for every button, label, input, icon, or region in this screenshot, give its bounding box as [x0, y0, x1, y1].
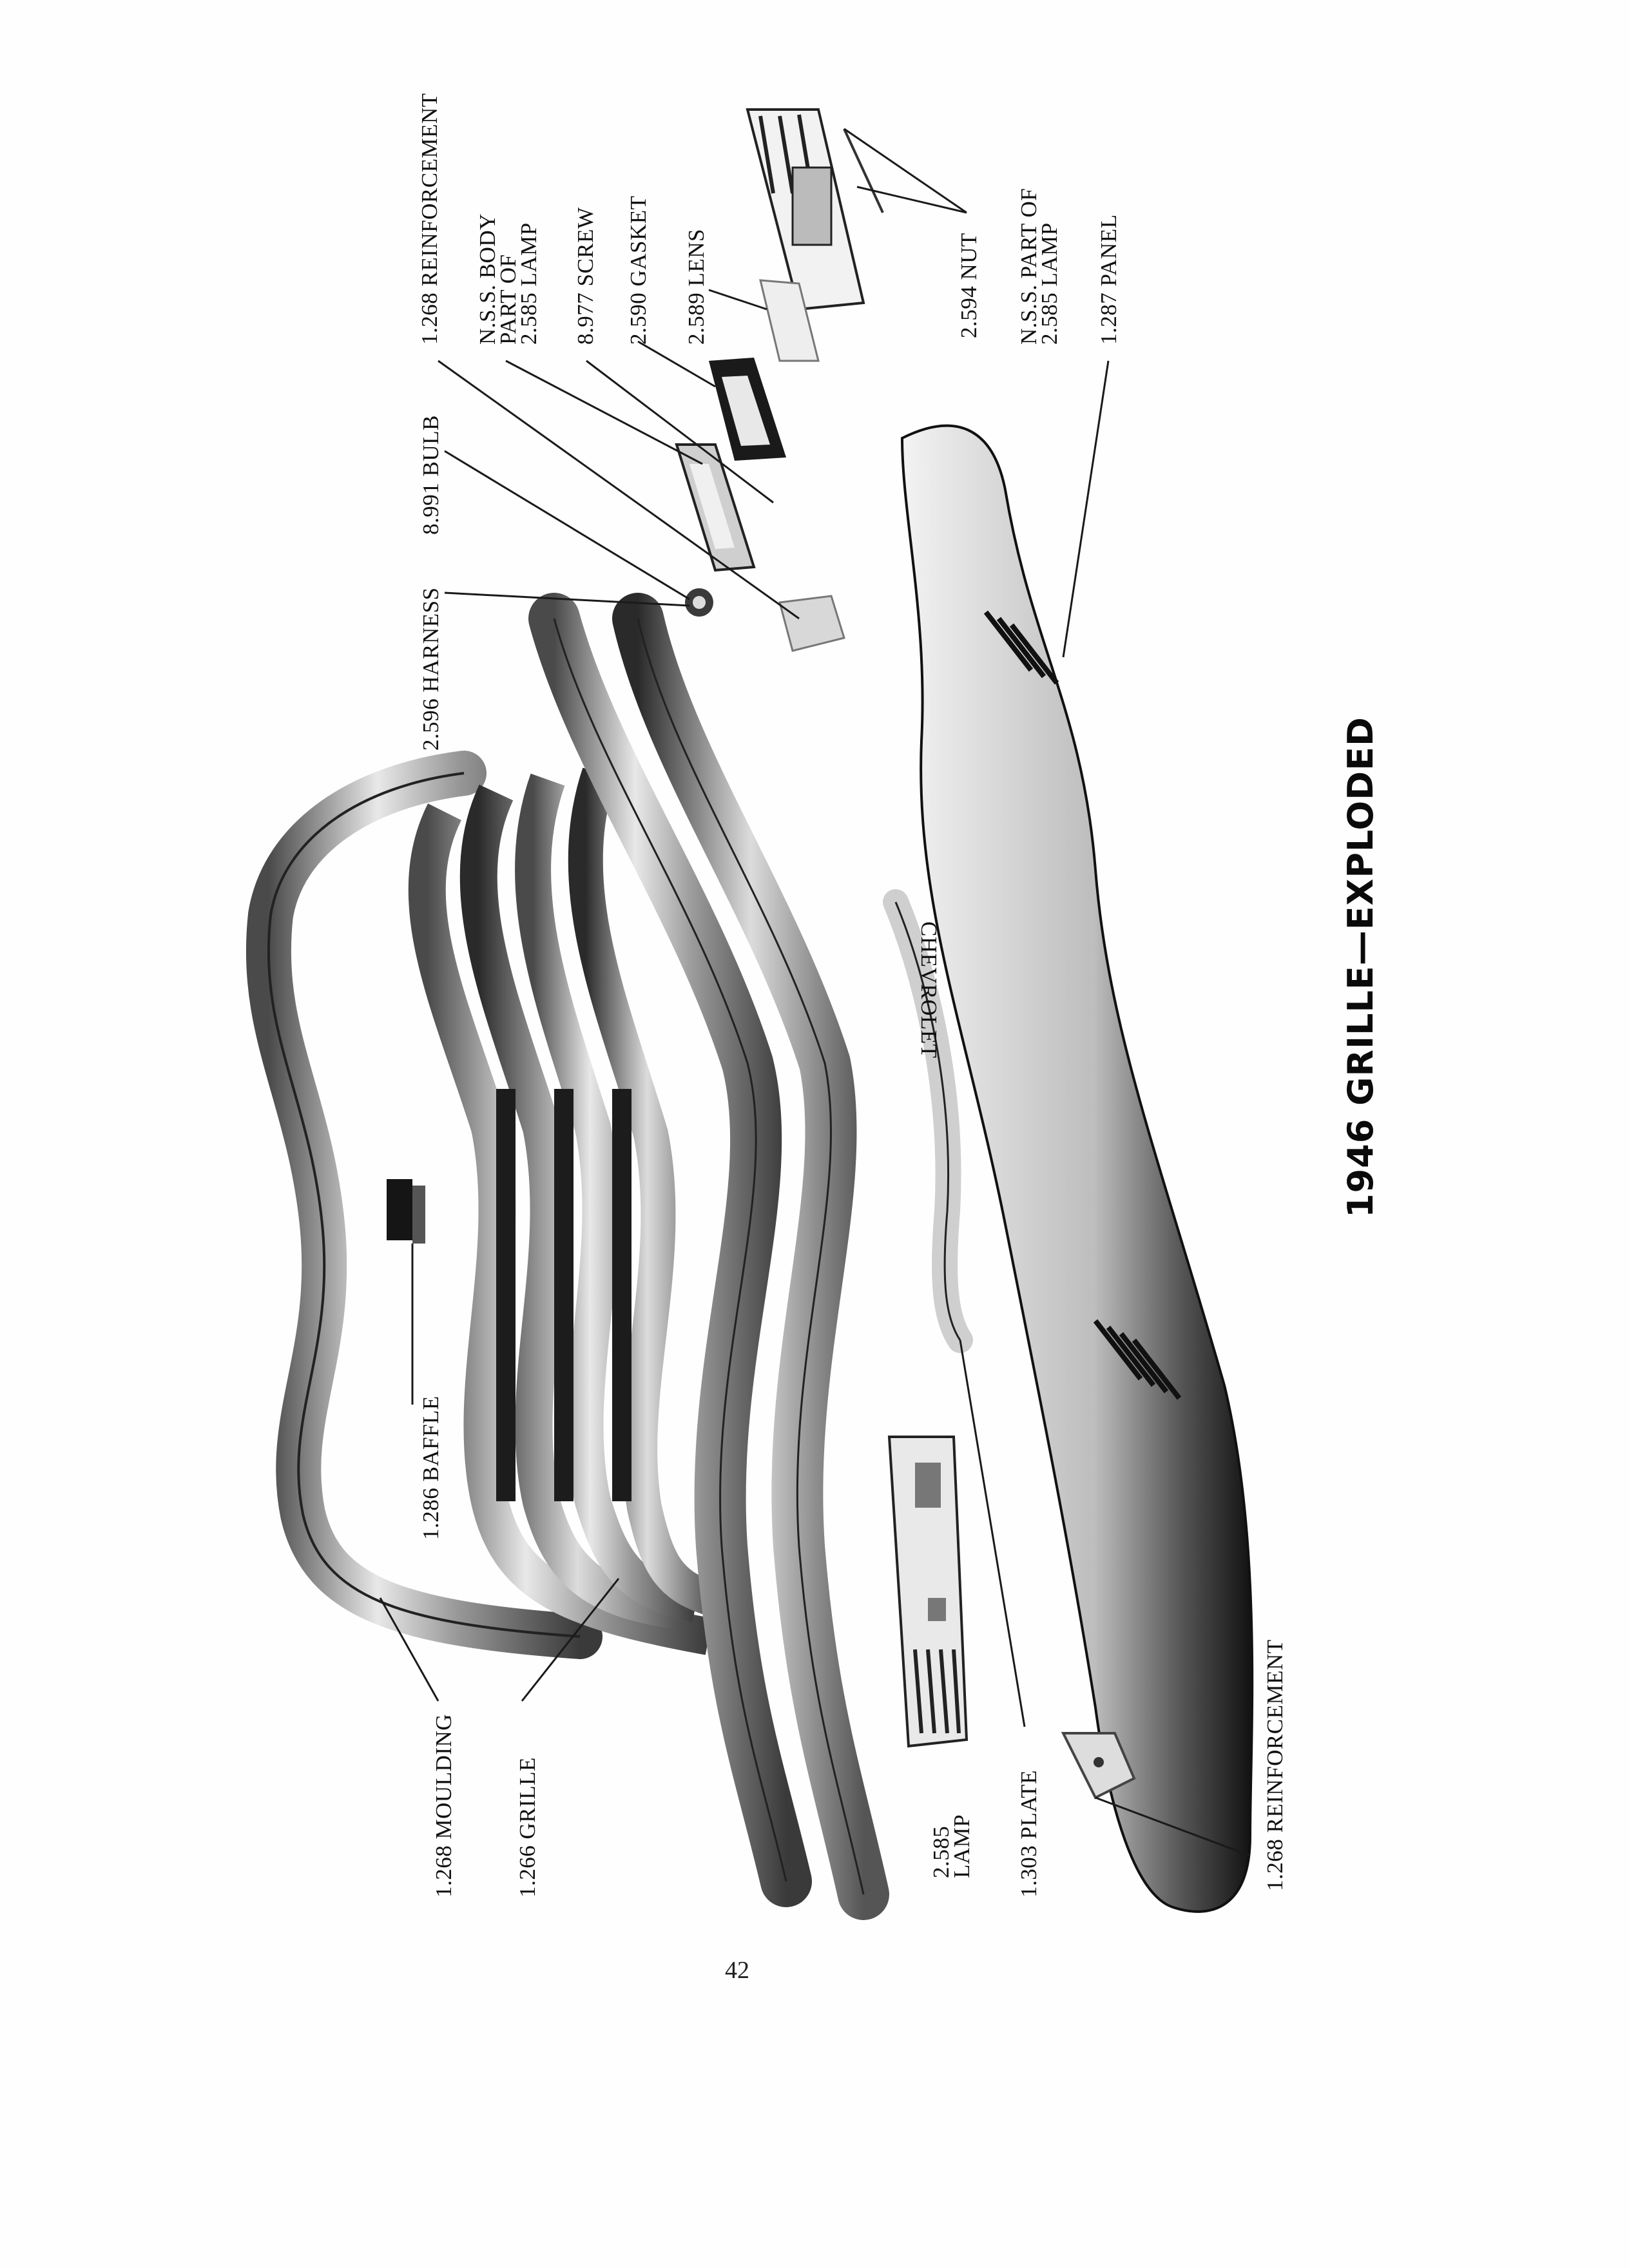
label-plate: 1.303 PLATE — [1016, 1770, 1041, 1898]
label-lens: 2.589 LENS — [684, 229, 709, 345]
baffle-part — [387, 1179, 425, 1244]
label-harness: 2.596 HARNESS — [418, 588, 443, 751]
leader-moulding — [379, 1597, 439, 1702]
label-lamp-2: LAMP — [949, 1814, 974, 1878]
upper-bars — [528, 593, 889, 1920]
label-reinforcement-bottom: 1.268 REINFORCEMENT — [1262, 1639, 1287, 1891]
label-nss-part-1: N.S.S. PART OF — [1016, 188, 1041, 345]
panel-part — [900, 424, 1254, 1913]
reinforcement-upper-part — [778, 595, 845, 652]
leader-nss-body — [505, 360, 703, 465]
bulb-part — [685, 588, 713, 617]
label-grille: 1.266 GRILLE — [515, 1757, 540, 1898]
gasket-part — [709, 358, 786, 461]
label-bulb: 8.991 BULB — [418, 415, 443, 535]
label-nss-body-2: PART OF — [496, 254, 521, 345]
label-reinforcement-top: 1.268 REINFORCEMENT — [417, 93, 442, 345]
moulding-part — [246, 751, 602, 1659]
leader-harness — [444, 591, 690, 607]
leader-lines — [379, 128, 1251, 1857]
label-screw: 8.977 SCREW — [573, 207, 598, 345]
lamp-body-part — [675, 443, 756, 572]
label-lamp-1: 2.585 — [929, 1826, 954, 1878]
label-nss-part-2: 2.585 LAMP — [1037, 222, 1062, 345]
leader-reinforcement-top — [438, 360, 800, 620]
page-title: 1946 GRILLE—EXPLODED — [1340, 716, 1381, 1218]
label-panel: 1.287 PANEL — [1096, 214, 1121, 345]
page-number: 42 — [725, 1957, 749, 1984]
leader-panel — [1062, 360, 1110, 658]
leader-bulb — [444, 450, 690, 601]
label-nss-body-1: N.S.S. BODY — [475, 213, 500, 345]
emblem-letters: CHEVROLET — [916, 921, 941, 1059]
label-gasket: 2.590 GASKET — [626, 195, 651, 345]
leader-screw — [586, 360, 774, 504]
label-nss-body-3: 2.585 LAMP — [516, 222, 541, 345]
leader-nut-2 — [856, 186, 967, 214]
lamp-lower-part — [887, 1436, 969, 1748]
label-moulding: 1.268 MOULDING — [431, 1714, 456, 1898]
lamp-upper-part — [746, 108, 884, 311]
label-nut: 2.594 NUT — [956, 233, 981, 338]
leader-reinforcement-bottom — [1095, 1796, 1251, 1857]
label-baffle: 1.286 BAFFLE — [418, 1396, 443, 1540]
reinforcement-lower-part — [1061, 1732, 1136, 1800]
lens-part — [759, 279, 820, 362]
leader-grille — [521, 1578, 620, 1702]
leader-lens — [708, 289, 767, 311]
grille-part — [408, 767, 715, 1655]
leader-gasket — [637, 340, 716, 388]
leader-plate — [959, 1340, 1026, 1727]
leader-nut-1 — [843, 128, 967, 214]
emblem-plate-part — [883, 889, 973, 1353]
